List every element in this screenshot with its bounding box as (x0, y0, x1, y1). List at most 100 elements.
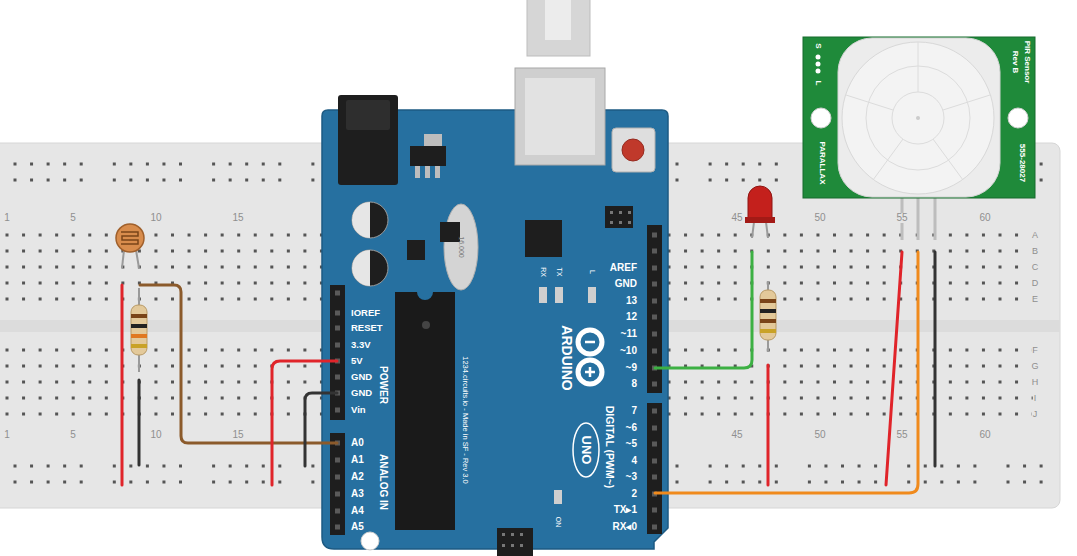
breadboard-hole (171, 381, 174, 384)
header-pin (652, 249, 657, 254)
arduino-board (605, 206, 633, 228)
brand-name: ARDUINO (560, 325, 574, 390)
breadboard-hole (734, 234, 737, 237)
breadboard-hole (816, 234, 819, 237)
breadboard-hole (833, 250, 836, 253)
breadboard-hole (949, 365, 952, 368)
breadboard-hole (154, 250, 157, 253)
breadboard-hole (146, 481, 149, 484)
breadboard-hole (949, 397, 952, 400)
breadboard-hole (833, 234, 836, 237)
breadboard-hole (1015, 282, 1018, 285)
breadboard-hole (88, 349, 91, 352)
breadboard-hole (55, 381, 58, 384)
breadboard-hole (204, 413, 207, 416)
breadboard-hole (775, 179, 778, 182)
black-wire (934, 252, 937, 466)
breadboard-hole (949, 266, 952, 269)
sensor-name: PIR Sensor (1023, 41, 1031, 84)
breadboard-hole (113, 179, 116, 182)
pir-sensor (917, 196, 920, 240)
pir-sensor (934, 196, 937, 240)
breadboard-hole (999, 397, 1002, 400)
breadboard-hole (701, 266, 704, 269)
breadboard-hole (55, 397, 58, 400)
breadboard-hole (72, 234, 75, 237)
breadboard-hole (833, 266, 836, 269)
breadboard-hole (278, 163, 281, 166)
breadboard-hole (965, 282, 968, 285)
header-pin (652, 525, 657, 530)
breadboard-hole (883, 413, 886, 416)
breadboard-hole (841, 481, 844, 484)
breadboard-hole (874, 481, 877, 484)
red-wire (767, 365, 770, 485)
breadboard-hole (758, 481, 761, 484)
pin-label: 13 (626, 296, 637, 306)
breadboard-hole (129, 163, 132, 166)
breadboard-hole (245, 163, 248, 166)
breadboard-hole (278, 179, 281, 182)
breadboard-hole (72, 250, 75, 253)
breadboard-hole (287, 413, 290, 416)
breadboard-hole (254, 365, 257, 368)
breadboard-hole (907, 465, 910, 468)
breadboard-hole (965, 234, 968, 237)
breadboard-hole (816, 397, 819, 400)
arduino-board (395, 292, 455, 530)
breadboard-hole (949, 381, 952, 384)
breadboard-hole (105, 413, 108, 416)
breadboard-hole (39, 365, 42, 368)
breadboard-hole (311, 481, 314, 484)
column-number: 10 (149, 213, 162, 223)
breadboard-hole (221, 234, 224, 237)
breadboard-hole (262, 179, 265, 182)
led-label: L (589, 270, 596, 274)
pin-label: ~3 (626, 472, 637, 482)
breadboard-hole (742, 481, 745, 484)
header-pin (652, 233, 657, 238)
board-imprint: 1234.circuits.io - Made in SF - Rev 3.0 (461, 356, 469, 484)
breadboard-hole (63, 179, 66, 182)
breadboard-hole (850, 365, 853, 368)
breadboard-hole (270, 234, 273, 237)
red-wire (121, 285, 124, 485)
breadboard-hole (88, 266, 91, 269)
column-number: 15 (231, 430, 244, 440)
breadboard-hole (171, 413, 174, 416)
row-letter: E (1031, 295, 1039, 304)
breadboard-hole (88, 365, 91, 368)
breadboard-hole (701, 282, 704, 285)
breadboard-hole (154, 365, 157, 368)
breadboard-hole (39, 250, 42, 253)
breadboard-hole (982, 250, 985, 253)
column-number: 45 (730, 430, 743, 440)
crystal-marking: 16.000 (458, 236, 465, 257)
arduino-board (585, 342, 595, 377)
breadboard-hole (179, 481, 182, 484)
breadboard-hole (1015, 298, 1018, 301)
breadboard-hole (237, 381, 240, 384)
header-pin (652, 426, 657, 431)
breadboard-hole (701, 349, 704, 352)
arduino-board (417, 292, 433, 300)
breadboard-hole (750, 397, 753, 400)
breadboard-hole (55, 234, 58, 237)
breadboard-hole (221, 397, 224, 400)
pin-label: L (814, 81, 822, 86)
pir-sensor (816, 69, 821, 74)
breadboard-hole (221, 381, 224, 384)
breadboard-hole (179, 179, 182, 182)
breadboard-hole (287, 234, 290, 237)
breadboard-hole (278, 465, 281, 468)
row-letter: F (1031, 346, 1039, 355)
breadboard-hole (999, 282, 1002, 285)
breadboard-hole (949, 413, 952, 416)
pin-label: S (814, 43, 822, 48)
breadboard-hole (907, 481, 910, 484)
section-label: POWER (378, 366, 388, 404)
breadboard-hole (14, 465, 17, 468)
breadboard-hole (287, 282, 290, 285)
icsp-pin (619, 211, 622, 214)
breadboard-hole (39, 234, 42, 237)
